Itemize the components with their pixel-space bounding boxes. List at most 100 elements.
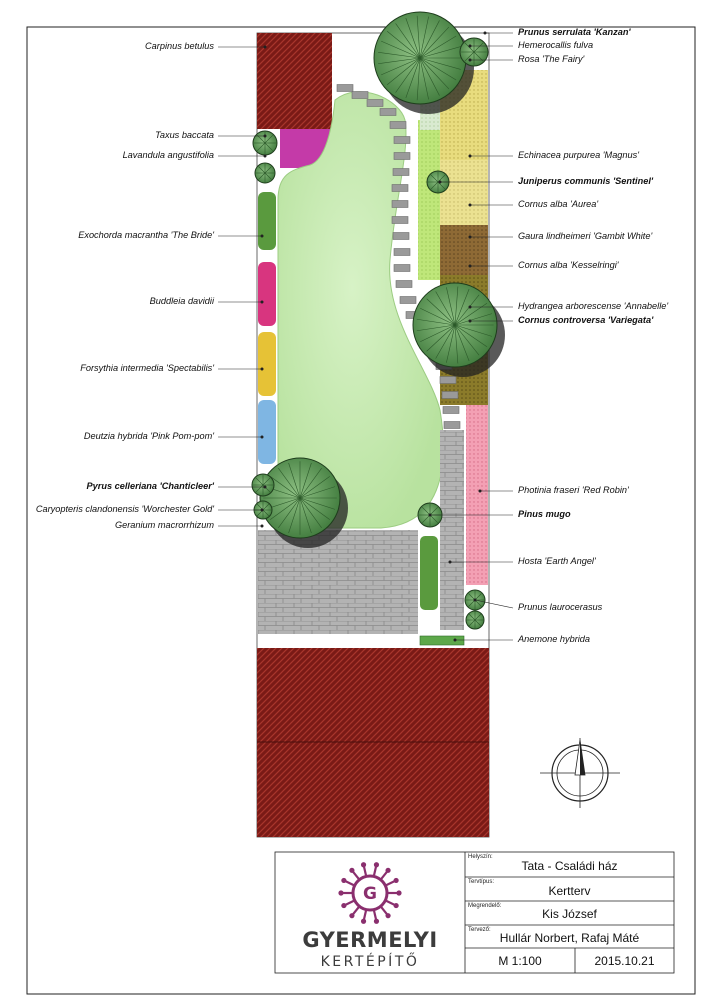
stepping-stone xyxy=(442,406,460,414)
stepping-stone xyxy=(393,264,411,272)
shrub-prunus-laurocerasus-b-icon xyxy=(465,610,485,630)
plant-label-right: Cornus alba 'Aurea' xyxy=(518,199,599,209)
leader-dot xyxy=(453,638,457,642)
leader-dot xyxy=(473,598,477,602)
plant-label-right: Anemone hybrida xyxy=(518,634,591,644)
leader-dot xyxy=(468,203,472,207)
stepping-stone xyxy=(391,184,409,192)
plant-label-left: Exochorda macrantha 'The Bride' xyxy=(78,230,214,240)
client-label: Megrendelő: xyxy=(468,903,502,909)
leader-dot xyxy=(263,154,267,158)
north-arrow-icon xyxy=(540,738,620,808)
leader-dot xyxy=(263,45,267,49)
stepping-stone xyxy=(399,296,417,304)
plant-label-left: Buddleia davidii xyxy=(149,296,214,306)
bed-buddleia xyxy=(258,262,276,326)
plant-label-left: Carpinus betulus xyxy=(145,41,214,51)
bed-echinacea xyxy=(440,160,488,225)
bed-forsythia xyxy=(258,332,276,396)
leader-dot xyxy=(483,31,487,35)
client-value: Kis József xyxy=(542,907,597,921)
designer-value: Hullár Norbert, Rafaj Máté xyxy=(499,931,640,945)
plant-label-left: Forsythia intermedia 'Spectabilis' xyxy=(80,363,214,373)
shrub-lavandula-icon xyxy=(254,162,276,184)
house-roof-top xyxy=(257,33,332,129)
tree-pyrus-calleryana-icon xyxy=(259,457,348,548)
stepping-stone xyxy=(379,108,397,116)
bed-gaura xyxy=(440,225,488,275)
leader-dot xyxy=(468,305,472,309)
bed-deutzia xyxy=(258,400,276,464)
plant-label-right: Hydrangea arborescense 'Annabelle' xyxy=(518,301,669,311)
bed-hosta xyxy=(420,536,438,610)
terrace-paving xyxy=(258,530,418,634)
stepping-stone xyxy=(443,421,461,429)
company-subtitle: KERTÉPÍTŐ xyxy=(320,954,420,970)
leader-dot xyxy=(468,319,472,323)
leader-dot xyxy=(428,513,432,517)
leader-dot xyxy=(438,180,442,184)
stepping-stone xyxy=(395,280,413,288)
plant-label-right: Prunus laurocerasus xyxy=(518,602,603,612)
leader-dot xyxy=(468,154,472,158)
leader-dot xyxy=(448,560,452,564)
plant-label-left: Geranium macrorrhizum xyxy=(114,520,214,530)
stepping-stone xyxy=(391,216,409,224)
leader-dot xyxy=(260,524,264,528)
plant-label-left: Pyrus celleriana 'Chanticleer' xyxy=(86,481,214,491)
bed-cornus-aurea xyxy=(418,120,440,280)
plant-label-right: Juniperus communis 'Sentinel' xyxy=(518,176,654,186)
stepping-stone xyxy=(336,84,354,92)
leader-dot xyxy=(260,508,264,512)
date-value: 2015.10.21 xyxy=(594,954,655,968)
plant-label-right: Cornus alba 'Kesselringi' xyxy=(518,260,619,270)
company-name: GYERMELYI xyxy=(302,928,438,952)
stepping-stone xyxy=(392,168,410,176)
plant-label-right: Echinacea purpurea 'Magnus' xyxy=(518,150,639,160)
bed-photinia xyxy=(466,405,488,585)
title-block xyxy=(274,851,675,974)
plant-label-left: Lavandula angustifolia xyxy=(122,150,214,160)
bed-anemone xyxy=(419,635,465,646)
plant-label-left: Caryopteris clandonensis 'Worchester Gol… xyxy=(35,504,214,514)
stepping-stone xyxy=(393,248,411,256)
sheet-border xyxy=(26,26,696,995)
side-path-paving xyxy=(440,430,464,630)
plant-label-right: Prunus serrulata 'Kanzan' xyxy=(518,27,631,37)
tree-prunus-kanzan-icon xyxy=(373,11,474,114)
stepping-stone xyxy=(393,152,411,160)
leader-dot xyxy=(468,235,472,239)
stepping-stone xyxy=(392,232,410,240)
leader-dot xyxy=(468,264,472,268)
plant-label-right: Photinia fraseri 'Red Robin' xyxy=(518,485,629,495)
leader-dot xyxy=(263,485,267,489)
stepping-stone xyxy=(439,376,457,384)
leader-dot xyxy=(468,44,472,48)
leader-dot xyxy=(263,134,267,138)
plant-label-right: Cornus controversa 'Variegata' xyxy=(518,315,654,325)
tree-cornus-controversa-icon xyxy=(412,282,505,377)
shrub-hemerocallis-icon xyxy=(459,37,489,67)
scale-value: M 1:100 xyxy=(498,954,542,968)
stepping-stone xyxy=(393,136,411,144)
leader-dot xyxy=(260,367,264,371)
stepping-stone xyxy=(391,200,409,208)
plan-type-value: Kertterv xyxy=(548,884,591,898)
stepping-stone xyxy=(441,391,459,399)
plant-label-right: Pinus mugo xyxy=(518,509,571,519)
designer-label: Tervező: xyxy=(468,927,491,933)
shrub-caryopteris-icon xyxy=(251,473,275,497)
leader-dot xyxy=(260,300,264,304)
stepping-stone xyxy=(389,121,407,129)
plant-label-left: Deutzia hybrida 'Pink Pom-pom' xyxy=(83,431,214,441)
plant-label-right: Hemerocallis fulva xyxy=(518,40,594,50)
stepping-stone xyxy=(366,99,384,107)
hedge-exochorda xyxy=(258,192,276,250)
leader-line xyxy=(474,599,514,609)
stepping-stone xyxy=(351,91,369,99)
plan-type-label: Tervtípus: xyxy=(468,879,495,885)
leader-dot xyxy=(478,489,482,493)
leader-dot xyxy=(468,58,472,62)
company-logo-icon: G xyxy=(338,862,402,924)
